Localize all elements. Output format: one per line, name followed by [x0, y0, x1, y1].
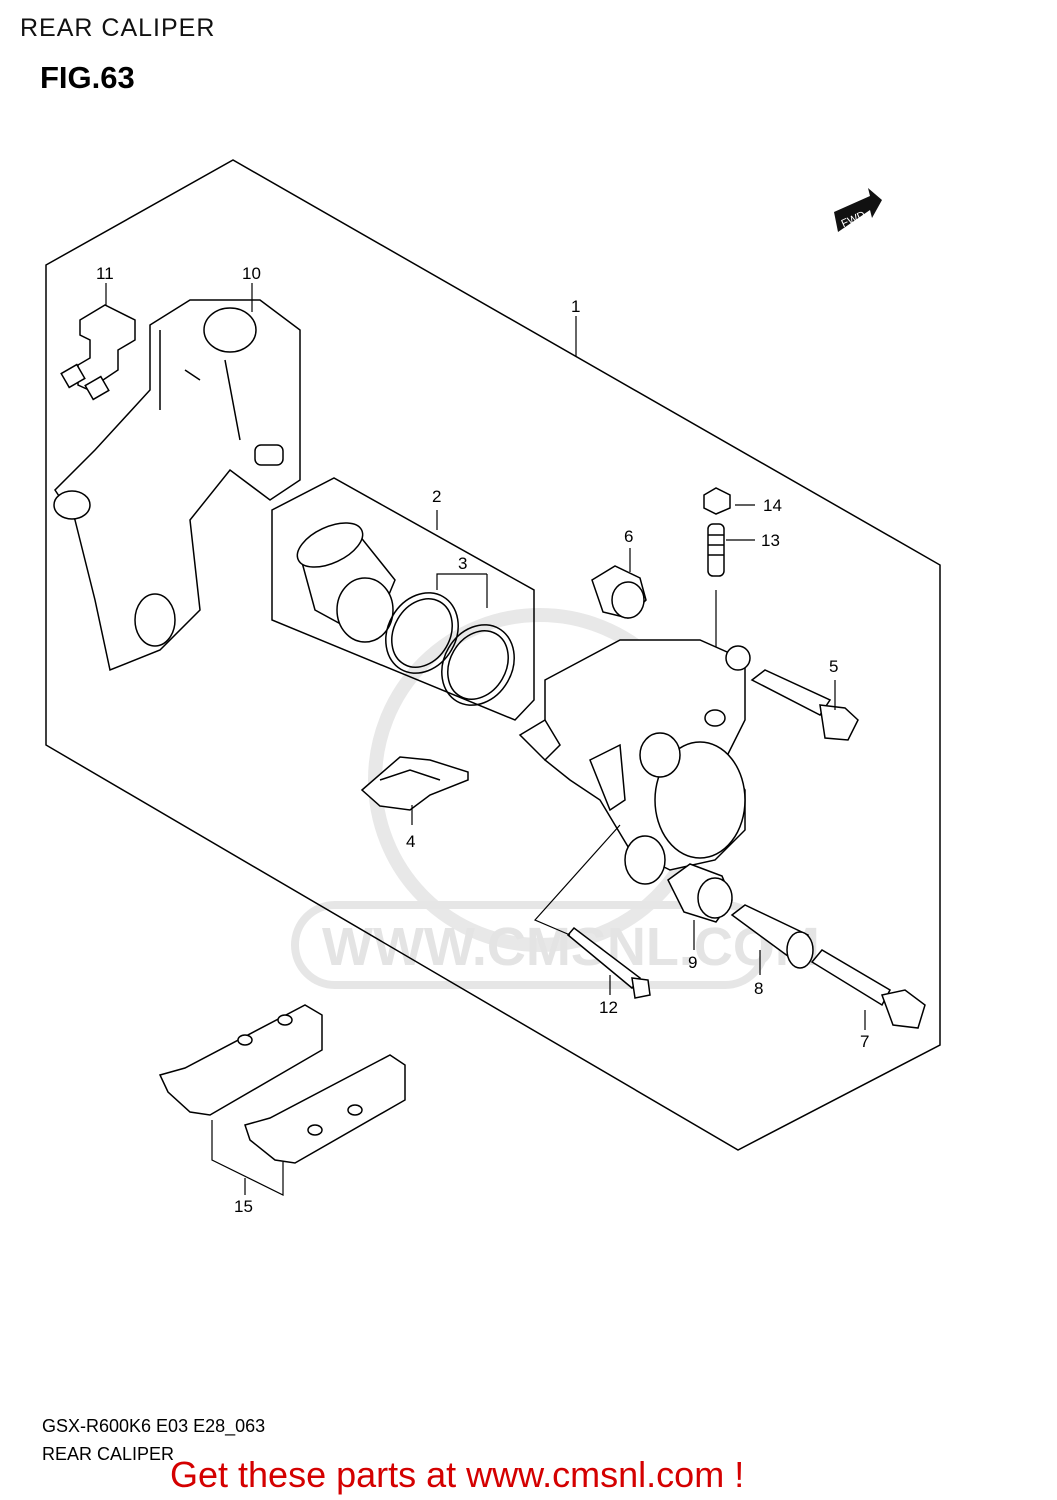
piston-seals	[385, 592, 515, 706]
pin-boot	[667, 863, 733, 923]
callout-13: 13	[761, 531, 780, 550]
model-reference-code: GSX-R600K6 E03 E28_063	[42, 1416, 266, 1436]
callout-14: 14	[763, 496, 782, 515]
callout-11: 11	[96, 264, 114, 283]
fwd-arrow-icon: FWD	[834, 188, 882, 232]
leader-lines	[105, 283, 866, 1195]
caliper-body	[518, 639, 751, 885]
caliper-boot	[591, 565, 647, 619]
callout-2: 2	[432, 487, 441, 506]
bleeder-valve	[707, 523, 725, 577]
brake-pads	[158, 1004, 406, 1164]
piston-seal-frame	[271, 477, 535, 721]
callout-7: 7	[860, 1032, 869, 1051]
callout-15: 15	[234, 1197, 253, 1216]
callout-12: 12	[599, 998, 618, 1017]
pin-sleeve	[730, 904, 814, 969]
callout-3: 3	[458, 554, 467, 573]
callout-1: 1	[571, 297, 580, 316]
caliper-bolt-upper	[750, 669, 859, 741]
promo-link[interactable]: Get these parts at www.cmsnl.com !	[170, 1454, 745, 1495]
pad-spring	[60, 304, 136, 401]
callout-9: 9	[688, 953, 697, 972]
assembly-frame	[45, 159, 941, 1151]
pad-pin	[566, 926, 651, 999]
callout-10: 10	[242, 264, 261, 283]
callout-5: 5	[829, 657, 838, 676]
caliper-bracket	[53, 299, 301, 672]
piston	[296, 522, 396, 643]
watermark-text: WWW.CMSNL.COM	[322, 917, 820, 977]
callout-8: 8	[754, 979, 763, 998]
callout-6: 6	[624, 527, 633, 546]
page-title: REAR CALIPER	[20, 14, 216, 42]
figure-label: FIG.63	[40, 60, 135, 95]
caliper-bolt-lower	[810, 949, 926, 1029]
pad-retainer	[360, 756, 469, 811]
bleeder-cap	[703, 487, 731, 515]
diagram-caption: REAR CALIPER	[42, 1444, 175, 1464]
callout-4: 4	[406, 832, 415, 851]
callout-labels: 1 2 3 4 5 6 7 8 9 10 11 12 13 14 15	[96, 264, 869, 1216]
